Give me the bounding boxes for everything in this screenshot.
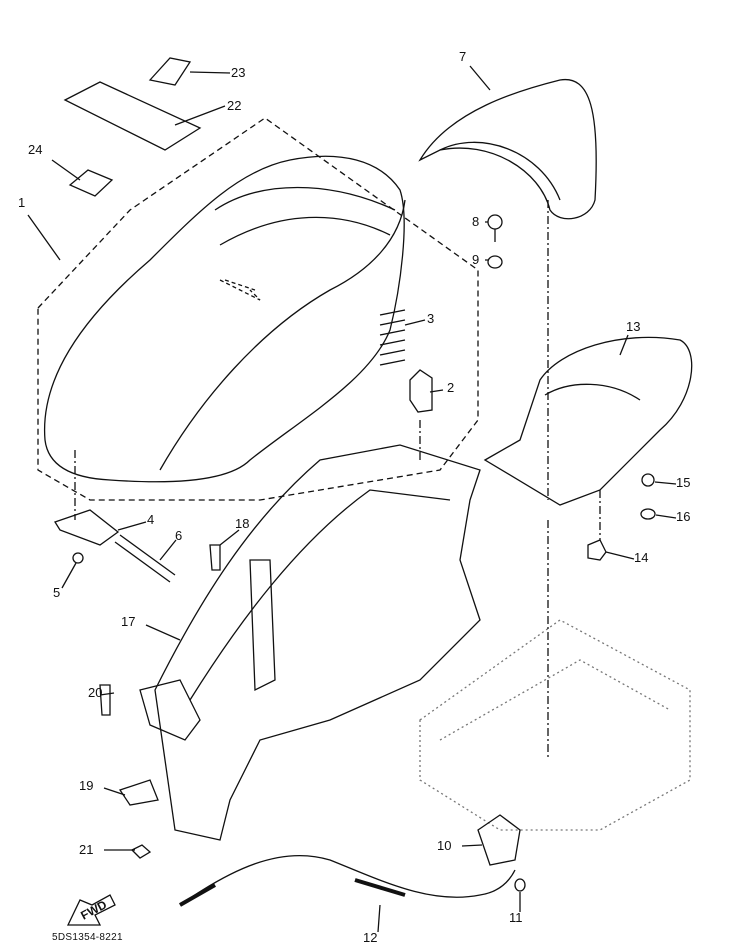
callout-8: 8	[472, 214, 480, 229]
callout-20: 20	[88, 685, 103, 700]
part-7-rear-seat	[418, 78, 597, 220]
callout-19: 19	[79, 778, 94, 793]
callout-12: 12	[363, 930, 378, 945]
part-5-nut	[72, 552, 84, 564]
callout-22: 22	[227, 98, 242, 113]
callout-24: 24	[28, 142, 43, 157]
callout-2: 2	[447, 380, 455, 395]
part-24-label	[68, 169, 114, 197]
fwd-arrow	[66, 894, 116, 926]
part-21-nut	[130, 844, 152, 859]
callout-21: 21	[79, 842, 94, 857]
part-19-plate	[118, 779, 159, 806]
part-22-plate	[63, 81, 202, 151]
callout-10: 10	[437, 838, 452, 853]
callout-17: 17	[121, 614, 136, 629]
part-13-tray	[483, 336, 693, 506]
part-6-pin	[114, 534, 176, 583]
part-9-collar	[487, 255, 503, 269]
callout-3: 3	[427, 311, 435, 326]
part-17-storage-box	[154, 444, 481, 841]
group-boundary	[37, 117, 479, 501]
part-2-lock	[409, 369, 433, 413]
part-3-spring	[379, 309, 406, 366]
part-16-collar	[640, 508, 656, 520]
part-18-bolt	[209, 544, 221, 571]
part-14-damper	[587, 539, 607, 561]
callout-7: 7	[459, 49, 467, 64]
callout-16: 16	[676, 509, 691, 524]
callout-6: 6	[175, 528, 183, 543]
part-12-cable	[179, 854, 516, 906]
part-20-bolt	[99, 684, 111, 716]
part-4-hinge	[54, 509, 120, 546]
callout-14: 14	[634, 550, 649, 565]
callout-15: 15	[676, 475, 691, 490]
part-10-lock	[477, 814, 521, 866]
part-1-seat	[43, 155, 405, 483]
frame-outline	[419, 619, 691, 831]
callout-18: 18	[235, 516, 250, 531]
callout-11: 11	[509, 910, 523, 925]
callout-4: 4	[147, 512, 155, 527]
callout-23: 23	[231, 65, 246, 80]
callout-5: 5	[53, 585, 61, 600]
part-15-bolt	[641, 473, 655, 487]
part-code: 5DS1354-8221	[52, 932, 123, 943]
callout-9: 9	[472, 252, 480, 267]
part-8-bolt	[487, 214, 503, 230]
hinge-bracket	[139, 679, 201, 741]
callout-13: 13	[626, 319, 641, 334]
callout-1: 1	[18, 195, 26, 210]
part-23-strap	[148, 57, 192, 86]
part-11-clip	[514, 878, 526, 892]
